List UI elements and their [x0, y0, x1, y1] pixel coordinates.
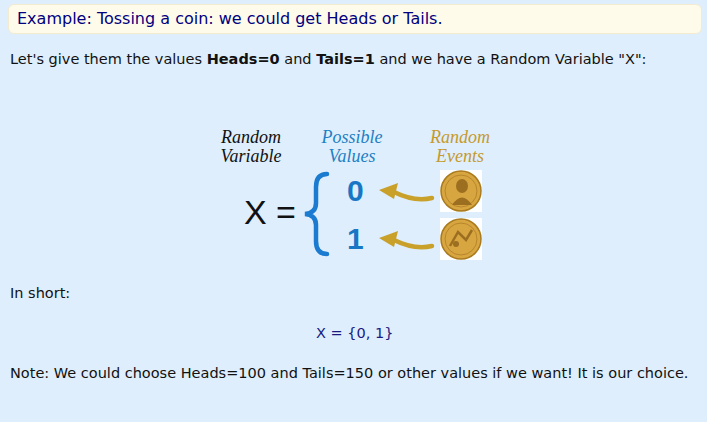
- paragraph: Let's give them the values Heads=0 and T…: [10, 51, 646, 67]
- sentence-part: Let's give them the values: [10, 51, 202, 67]
- column-heading: Possible Values: [307, 128, 397, 166]
- value: 1: [347, 223, 364, 255]
- column-heading: Random Events: [415, 128, 505, 166]
- heading-text: Example: Tossing a coin: we could get He…: [17, 9, 693, 29]
- curly-brace: [305, 174, 327, 254]
- heading-box: Example: Tossing a coin: we could get He…: [8, 4, 702, 34]
- note: Note: We could choose Heads=100 and Tail…: [10, 362, 690, 385]
- value: 0: [347, 175, 364, 207]
- sentence-part: and: [284, 51, 311, 67]
- sentence-part: and we have a Random Variable "X":: [379, 51, 646, 67]
- variable-name: X =: [244, 194, 296, 230]
- bold-term: Tails=1: [316, 51, 375, 67]
- bold-term: Heads=0: [207, 51, 280, 67]
- paragraph: In short:: [10, 286, 70, 301]
- formula: X = {0, 1}: [316, 326, 393, 341]
- arrow: [379, 183, 432, 199]
- coin-heads: [440, 170, 482, 212]
- coin-tails: [440, 218, 482, 260]
- column-heading: Random Variable: [206, 128, 296, 166]
- arrow: [379, 231, 432, 247]
